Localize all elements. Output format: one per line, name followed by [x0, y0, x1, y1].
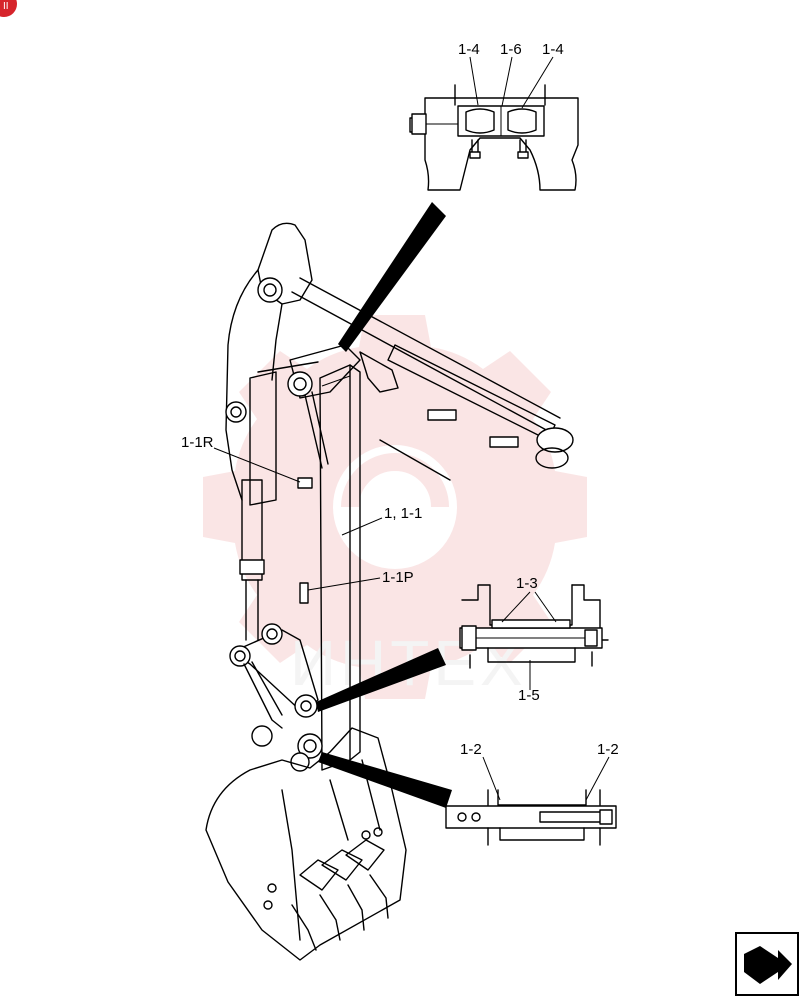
- label-1-3: 1-3: [516, 575, 538, 592]
- label-1-1: 1, 1-1: [384, 505, 422, 522]
- detail-bottom-pin-joint: 1-2 1-2: [445, 741, 619, 846]
- label-1-2-left: 1-2: [460, 741, 482, 758]
- corner-badge-text: II: [3, 1, 9, 12]
- label-1-1P: 1-1P: [382, 569, 414, 586]
- label-1-2-right: 1-2: [597, 741, 619, 758]
- arm-assembly: 1-1R 1, 1-1 1-1P: [181, 222, 574, 961]
- next-page-arrow-icon[interactable]: [735, 932, 799, 996]
- label-1-1R: 1-1R: [181, 434, 214, 451]
- corner-badge: II: [0, 0, 17, 17]
- pointer-middle-detail: [316, 648, 446, 712]
- label-1-4-right: 1-4: [542, 41, 564, 58]
- pointer-top-detail: [338, 202, 446, 352]
- label-1-5: 1-5: [518, 687, 540, 704]
- label-1-4-left: 1-4: [458, 41, 480, 58]
- detail-middle-pin-joint: 1-3 1-5: [459, 575, 609, 704]
- pointer-bottom-detail: [318, 752, 452, 808]
- label-1-6: 1-6: [500, 41, 522, 58]
- detail-top-pin-joint: 1-4 1-6 1-4: [409, 41, 579, 191]
